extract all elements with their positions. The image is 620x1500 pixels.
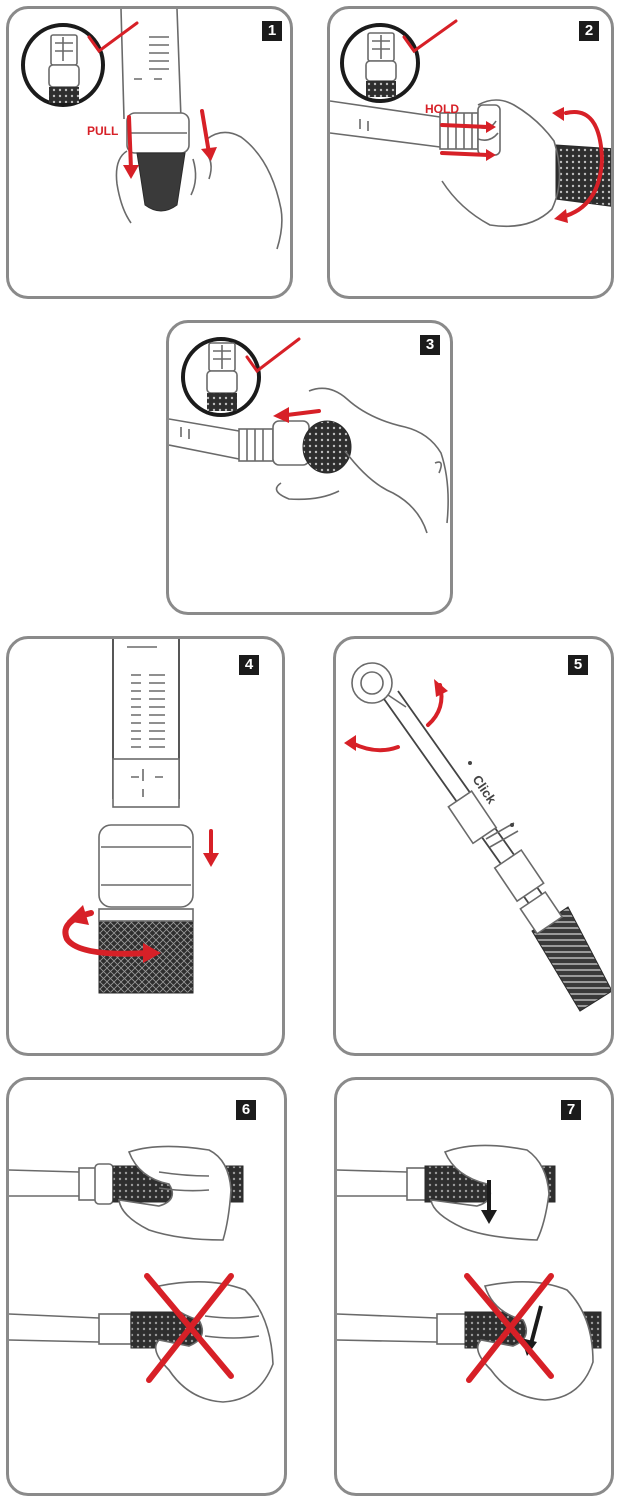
scale-marks <box>134 36 169 80</box>
step-number-badge: 6 <box>236 1100 256 1120</box>
checkmark-icon <box>402 19 458 54</box>
step-7-illustration <box>337 1144 602 1401</box>
step-number-badge: 4 <box>239 655 259 675</box>
detail-magnifier <box>181 337 261 417</box>
step-6-panel: 6 <box>6 1077 287 1496</box>
step-number-badge: 1 <box>262 21 282 41</box>
step-6-illustration <box>9 1145 274 1403</box>
step-3-illustration <box>169 337 449 534</box>
step-5-panel: 5 Click <box>333 636 614 1056</box>
step-2-panel: 2 HOLD <box>327 6 614 299</box>
step-7-panel: 7 <box>334 1077 614 1496</box>
ratchet-head <box>351 662 407 708</box>
step-number-badge: 5 <box>568 655 588 675</box>
scale-marks <box>127 646 165 748</box>
hand <box>275 387 449 534</box>
step-1-illustration: PULL <box>21 9 283 250</box>
detail-magnifier <box>340 23 420 103</box>
step-2-illustration: HOLD <box>330 19 611 228</box>
knurled-handle <box>555 144 611 207</box>
knurled-knob <box>136 152 186 212</box>
step-3-panel: 3 <box>166 320 453 615</box>
down-arrow-icon <box>529 1305 543 1345</box>
step-1-panel: 1 PULL <box>6 6 293 299</box>
hold-label: HOLD <box>425 102 459 116</box>
step-number-badge: 2 <box>579 21 599 41</box>
step-4-illustration <box>62 639 219 994</box>
detail-magnifier <box>21 23 105 107</box>
step-5-illustration: Click <box>344 662 611 1012</box>
step-4-panel: 4 <box>6 636 285 1056</box>
incorrect-grip <box>337 1281 602 1401</box>
step-number-badge: 7 <box>561 1100 581 1120</box>
correct-grip <box>337 1144 556 1241</box>
hand <box>115 131 283 250</box>
incorrect-grip <box>9 1281 274 1403</box>
step-number-badge: 3 <box>420 335 440 355</box>
correct-grip <box>9 1145 244 1241</box>
checkmark-icon <box>87 21 139 54</box>
incorrect-x-icon <box>464 1273 554 1383</box>
incorrect-x-icon <box>144 1273 234 1383</box>
hand <box>441 99 561 228</box>
checkmark-icon <box>245 337 301 374</box>
pull-label: PULL <box>87 124 118 138</box>
knurled-knob <box>302 420 352 474</box>
